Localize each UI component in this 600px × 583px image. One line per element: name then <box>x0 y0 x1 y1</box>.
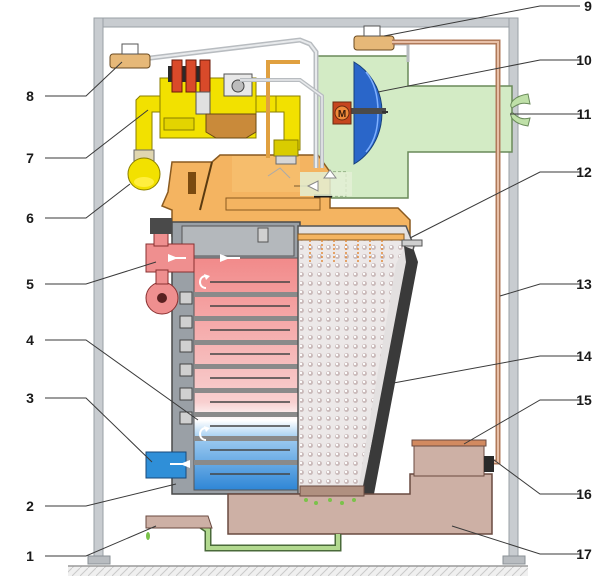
flue-sensor <box>353 25 395 51</box>
condensate-collector <box>227 473 493 535</box>
gas-valve-assembly <box>135 59 301 165</box>
leader-lines <box>45 5 580 557</box>
callout-10: 10 <box>576 52 592 68</box>
callout-11: 11 <box>577 106 592 122</box>
floor <box>68 565 528 576</box>
callout-labels-right: 9 10 11 12 13 14 15 16 17 <box>576 0 592 562</box>
siphon-connector <box>484 456 494 472</box>
gas-inlet <box>127 149 161 191</box>
callout-4: 4 <box>26 332 34 348</box>
callout-6: 6 <box>26 210 34 226</box>
callout-7: 7 <box>26 150 34 166</box>
fan-motor: M <box>332 101 352 125</box>
burner-head <box>161 154 411 237</box>
callout-5: 5 <box>26 276 34 292</box>
callout-8: 8 <box>26 88 34 104</box>
heat-exchanger-passages <box>179 257 303 491</box>
callout-2: 2 <box>26 498 34 514</box>
return-inlet <box>145 451 190 479</box>
callout-16: 16 <box>576 486 592 502</box>
air-mixing-zone <box>300 169 352 196</box>
callout-3: 3 <box>26 390 34 406</box>
burner-flame-strip <box>297 233 423 262</box>
signal-lines <box>133 37 410 168</box>
fan-wheel <box>350 61 388 165</box>
air-pressure-switch <box>109 43 151 69</box>
condensing-heat-exchanger <box>297 225 418 495</box>
callout-17: 17 <box>576 546 592 562</box>
callout-13: 13 <box>576 276 592 292</box>
condensate-siphon <box>411 439 487 477</box>
fan-motor-label: M <box>338 109 346 120</box>
callout-9: 9 <box>584 0 592 14</box>
callout-12: 12 <box>576 164 592 180</box>
callout-14: 14 <box>576 348 592 364</box>
callout-labels-left: 8 7 6 5 4 3 2 1 <box>26 88 34 564</box>
callout-15: 15 <box>576 392 592 408</box>
condensate-drain <box>145 515 342 552</box>
flow-outlet <box>145 218 240 315</box>
callout-1: 1 <box>26 548 34 564</box>
